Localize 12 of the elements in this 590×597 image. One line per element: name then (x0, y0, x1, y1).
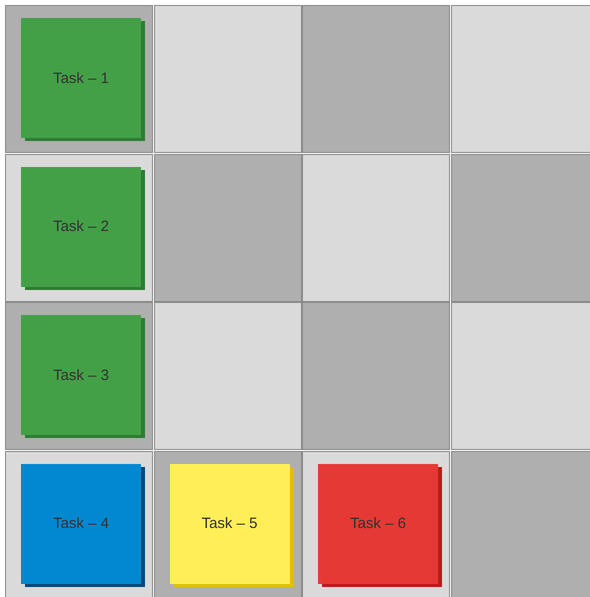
task-card (21, 464, 141, 584)
task-card (21, 315, 141, 435)
task-card (170, 464, 290, 584)
task-label: Task – 2 (53, 218, 109, 235)
task-card (318, 464, 438, 584)
task-label: Task – 6 (350, 515, 406, 532)
task-label: Task – 3 (53, 366, 109, 384)
task-card (21, 166, 141, 286)
task-card (21, 18, 141, 138)
task-label: Task – 1 (53, 70, 109, 86)
task-label: Task – 4 (53, 515, 109, 532)
task-label: Task – 5 (202, 515, 258, 532)
